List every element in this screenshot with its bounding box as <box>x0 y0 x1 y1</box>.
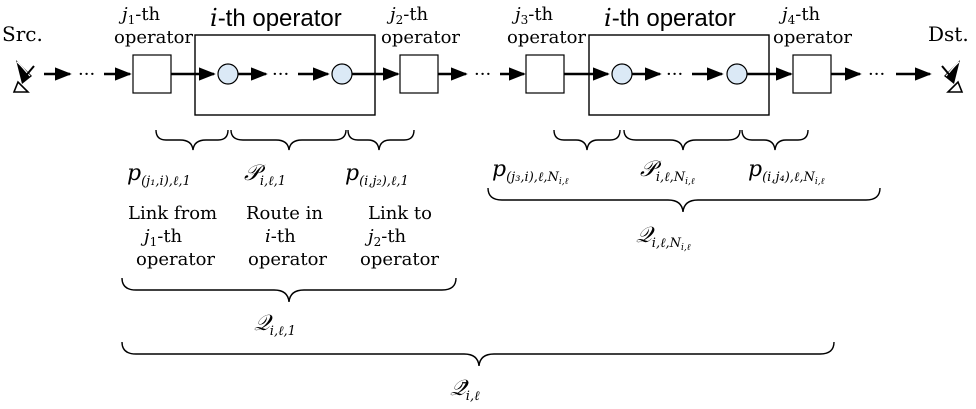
dst-dish-icon <box>941 60 964 93</box>
j4-operator-label-line2: operator <box>773 27 852 48</box>
p-j3i-lN-label: p(j₃,i),ℓ,Ni,ℓ <box>492 157 569 187</box>
j1-operator-label: j1-th <box>118 4 161 27</box>
brace-Q-il1 <box>121 277 457 303</box>
src-label: Src. <box>2 22 43 46</box>
brace-link-to-n <box>741 129 809 151</box>
brace-link-to <box>347 129 415 151</box>
j1-operator-node <box>132 54 172 94</box>
brace-Q-ilN <box>487 187 881 213</box>
i-right-exit-node <box>726 63 748 85</box>
ellipsis-2: ··· <box>474 64 491 85</box>
dst-label: Dst. <box>928 22 969 46</box>
j3-operator-node <box>525 54 565 94</box>
i-left-entry-node <box>217 63 239 85</box>
i-right-entry-node <box>611 63 633 85</box>
P-ilN-label: 𝒫i,ℓ,Ni,ℓ <box>640 157 695 187</box>
j3-operator-label: j3-th <box>511 4 554 27</box>
j1-operator-label-line2: operator <box>114 27 193 48</box>
desc-route-in-l1: Route in <box>246 203 323 224</box>
i-operator-left-label: i-th operator <box>210 4 342 32</box>
brace-route-in-n <box>623 129 741 151</box>
desc-link-from-l2: j1-th <box>140 226 183 249</box>
p-j1i-l1-label: p(j₁,i),ℓ,1 <box>127 161 191 189</box>
ellipsis-3: ··· <box>868 64 885 85</box>
desc-link-from-l3: operator <box>136 249 215 270</box>
j2-operator-node <box>399 54 439 94</box>
P-il1-label: 𝒫i,ℓ,1 <box>244 161 286 189</box>
j2-operator-label: j2-th <box>386 4 429 27</box>
p-ij2-l1-label: p(i,j₂),ℓ,1 <box>345 161 409 189</box>
ellipsis-i-right: ··· <box>666 64 683 85</box>
desc-route-in-l3: operator <box>248 249 327 270</box>
src-dish-icon <box>12 60 35 93</box>
j3-operator-label-line2: operator <box>507 27 586 48</box>
i-left-exit-node <box>331 63 353 85</box>
desc-link-to-l2: j2-th <box>364 226 407 249</box>
Qbar-il-label: 𝒬̄i,ℓ <box>450 376 480 404</box>
brace-route-in <box>230 129 347 151</box>
brace-link-from-n <box>553 129 621 151</box>
j4-operator-node <box>792 54 832 94</box>
j2-operator-label-line2: operator <box>381 27 460 48</box>
Q-il1-label: 𝒬i,ℓ,1 <box>254 311 296 339</box>
brace-link-from <box>155 129 229 151</box>
ellipsis-1: ··· <box>78 64 95 85</box>
brace-Qbar-il <box>121 341 835 367</box>
p-ij4-lN-label: p(i,j₄),ℓ,Ni,ℓ <box>748 157 825 187</box>
i-operator-right-label: i-th operator <box>604 4 736 32</box>
j4-operator-label: j4-th <box>778 4 821 27</box>
Q-ilN-label: 𝒬i,ℓ,Ni,ℓ <box>636 223 691 253</box>
desc-link-to-l3: operator <box>360 249 439 270</box>
ellipsis-i-left: ··· <box>272 64 289 85</box>
desc-route-in-l2: i-th <box>265 226 296 247</box>
desc-link-from-l1: Link from <box>128 203 217 224</box>
desc-link-to-l1: Link to <box>368 203 432 224</box>
